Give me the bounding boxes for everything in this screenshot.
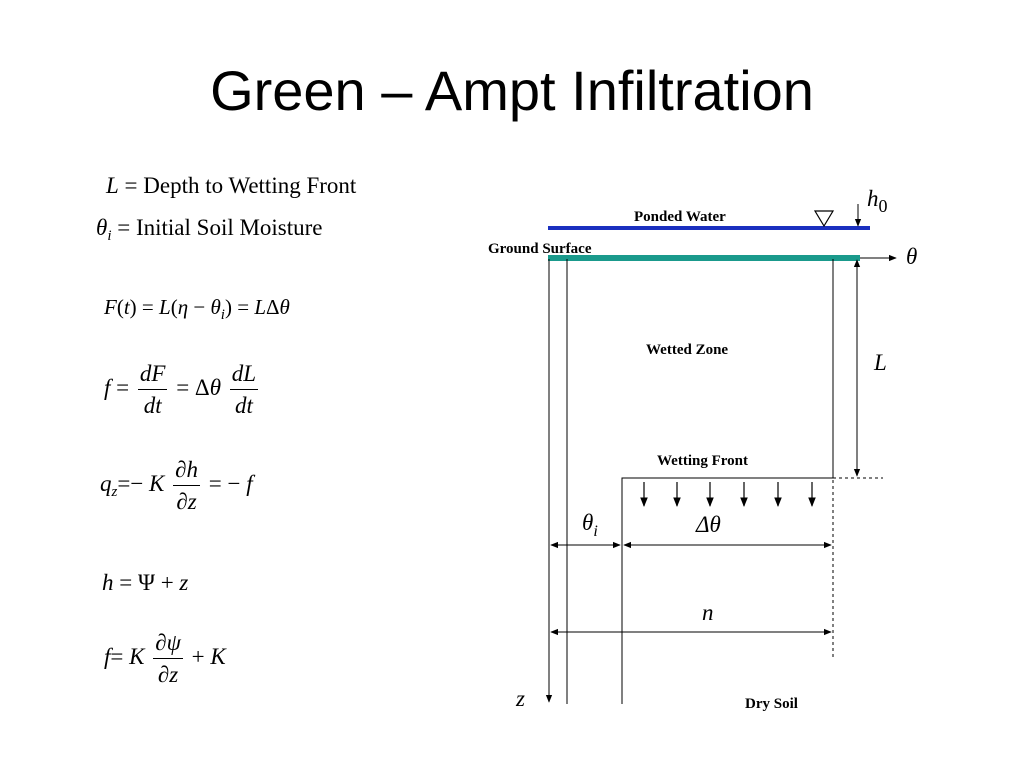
- theta-i-label: θi: [582, 510, 598, 540]
- definition-theta-i: θi = Initial Soil Moisture: [96, 215, 323, 244]
- equation-head: h = Ψ + z: [102, 570, 189, 595]
- slide-title: Green – Ampt Infiltration: [210, 59, 814, 122]
- wetting-profile-line: [621, 259, 834, 704]
- equation-cumulative: F(t) = L(η − θi) = LΔθ: [104, 295, 290, 323]
- equation-final: f= K ∂ψ∂z + K: [104, 630, 226, 687]
- wetted-zone-label: Wetted Zone: [646, 342, 728, 358]
- wetting-front-label: Wetting Front: [657, 453, 748, 469]
- ponded-water-label: Ponded Water: [634, 209, 726, 225]
- theta-definition-text: Initial Soil Moisture: [135, 215, 323, 240]
- definition-L: L = Depth to Wetting Front: [106, 173, 357, 198]
- theta-symbol: θ: [96, 215, 108, 240]
- delta-theta-label: Δθ: [695, 512, 721, 537]
- equation-darcy: qz=− K ∂h∂z = − f: [100, 457, 253, 514]
- z-axis-label: z: [515, 686, 525, 711]
- L-label: L: [873, 350, 887, 375]
- theta-axis-label: θ: [906, 244, 917, 269]
- wetting-front-arrows: [640, 482, 816, 507]
- L-definition-text: Depth to Wetting Front: [143, 173, 357, 198]
- water-level-triangle-icon: [813, 210, 835, 228]
- L-symbol: L: [106, 173, 119, 198]
- h0-label: h0: [867, 186, 888, 216]
- dry-soil-label: Dry Soil: [745, 696, 798, 712]
- porosity-label: n: [702, 600, 714, 625]
- ground-surface-label: Ground Surface: [488, 241, 592, 257]
